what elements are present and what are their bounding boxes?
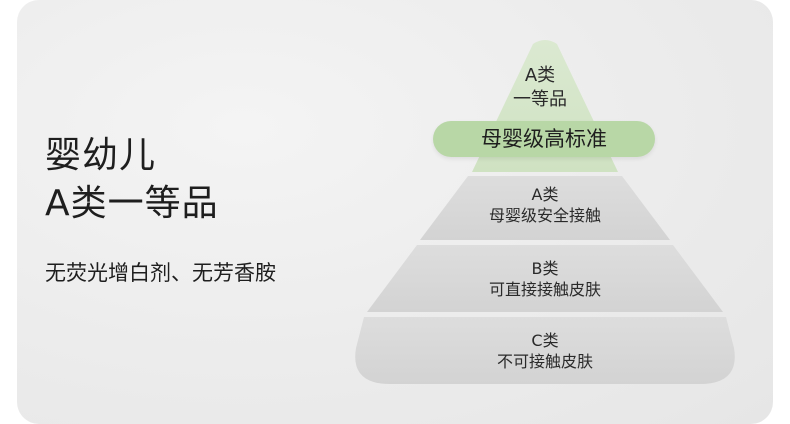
tier-a-description: 母婴级安全接触 [488, 206, 601, 225]
tier-a-label: A类 母婴级安全接触 [445, 184, 645, 226]
apex-label: A类 一等品 [494, 64, 586, 112]
pyramid-tier-a [420, 176, 670, 240]
headline-line-1: 婴幼儿 [45, 135, 157, 176]
tier-c-label: C类 不可接触皮肤 [435, 330, 655, 372]
tier-c-description: 不可接触皮肤 [496, 352, 593, 371]
tier-b-grade: B类 [531, 259, 559, 278]
highlight-pill: 母婴级高标准 [433, 121, 655, 157]
tier-b-label: B类 可直接接触皮肤 [435, 258, 655, 300]
apex-label-line-2: 一等品 [513, 89, 567, 110]
apex-label-line-1: A类 [524, 65, 556, 86]
headline: 婴幼儿 A类一等品 [45, 132, 219, 228]
feature-subline: 无荧光增白剂、无芳香胺 [45, 261, 276, 285]
headline-line-2: A类一等品 [45, 183, 219, 224]
tier-a-grade: A类 [531, 185, 559, 204]
tier-b-description: 可直接接触皮肤 [488, 280, 601, 299]
pyramid-tier-c [355, 317, 735, 384]
tier-c-grade: C类 [531, 331, 559, 350]
pyramid-tier-b [367, 245, 723, 312]
